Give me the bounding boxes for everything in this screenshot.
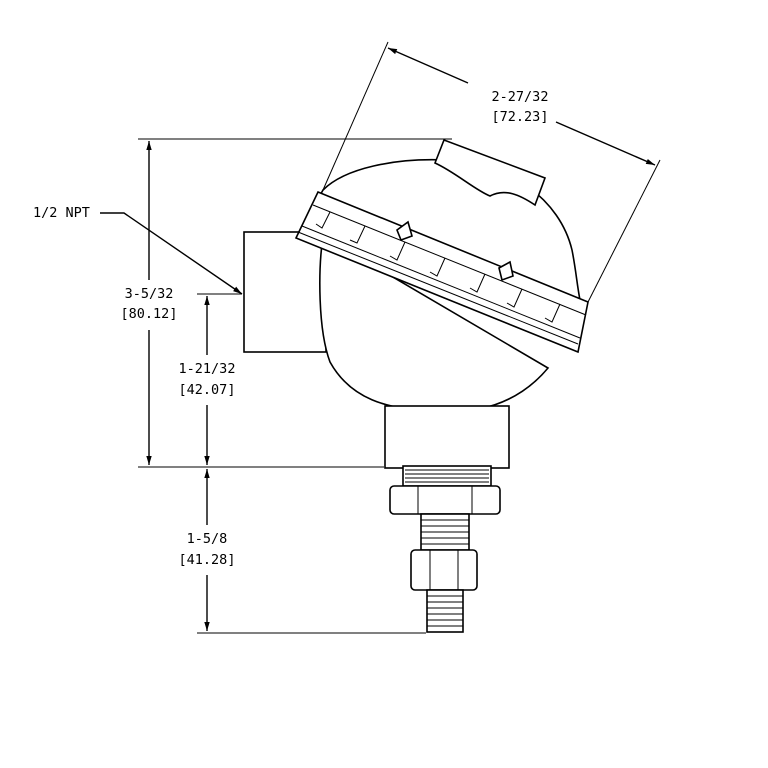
dim-cap-width-metric: [72.23] <box>492 109 549 125</box>
fitting-assembly <box>389 465 501 633</box>
conduit-boss <box>243 231 327 353</box>
npt-callout-label: 1/2 NPT <box>33 205 90 221</box>
cap-ribs <box>315 211 561 323</box>
extension-lines <box>138 41 661 634</box>
dim-overall-height-imperial: 3-5/32 <box>125 286 174 302</box>
dim-fitting-length-metric: [41.28] <box>179 552 236 568</box>
compression-nut <box>389 485 501 515</box>
lower-neck <box>384 405 510 469</box>
cap-ring <box>294 190 589 354</box>
housing-dome <box>319 234 550 413</box>
dim-cap-width: 2-27/32 [72.23] <box>387 47 656 166</box>
dim-conduit-height-imperial: 1-21/32 <box>179 361 236 377</box>
hex-nut <box>410 549 478 591</box>
dim-conduit-height-metric: [42.07] <box>179 382 236 398</box>
npt-callout: 1/2 NPT <box>33 205 243 295</box>
dim-overall-height-metric: [80.12] <box>121 306 178 322</box>
npt-thread <box>426 589 464 633</box>
dim-fitting-length-imperial: 1-5/8 <box>187 531 228 547</box>
cap-lug <box>433 138 547 207</box>
dim-overall-height: 3-5/32 [80.12] <box>121 141 178 465</box>
head-body <box>243 138 589 469</box>
dim-cap-width-imperial: 2-27/32 <box>492 89 549 105</box>
dim-fitting-length: 1-5/8 [41.28] <box>179 469 236 631</box>
dim-conduit-height: 1-21/32 [42.07] <box>179 296 236 465</box>
